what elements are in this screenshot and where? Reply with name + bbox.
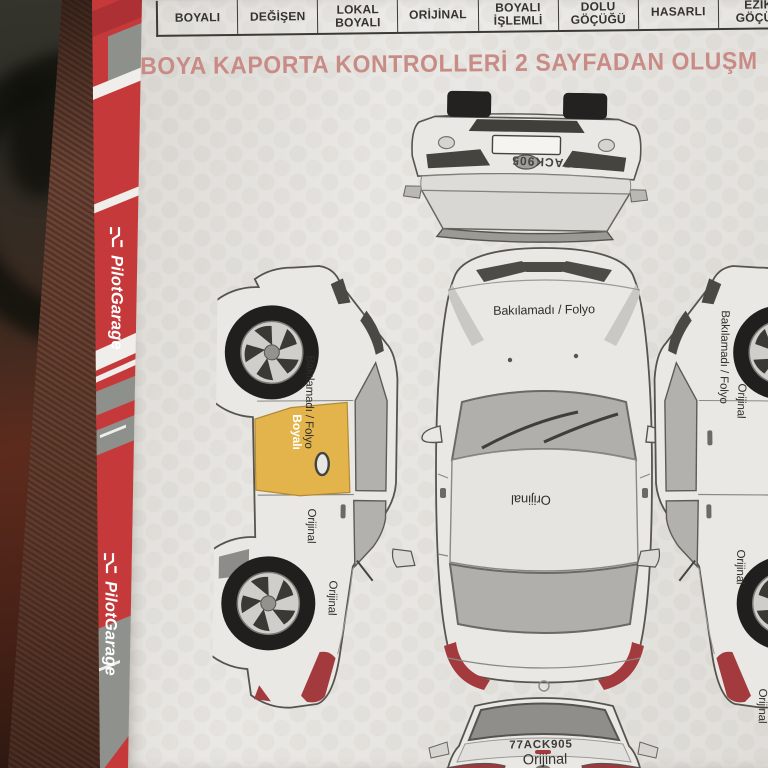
right-side-fender-label: Orijinal — [755, 688, 768, 724]
pilotgarage-lift-icon — [109, 227, 123, 248]
plan-roof-label: Orijinal — [511, 492, 551, 508]
right-side-mid-label: Orijinal — [733, 549, 747, 585]
left-side-door-label: Boyalı — [290, 414, 304, 450]
status-col-degisen: DEĞİŞEN — [236, 0, 318, 34]
status-col-ezik-gocuk: EZİK GÖÇÜK — [717, 0, 768, 29]
status-col-lokal-boyali: LOKAL BOYALI — [317, 0, 398, 33]
status-col-boyali: BOYALI — [174, 10, 221, 25]
pilotgarage-lift-icon — [103, 553, 117, 574]
car-left-side-view-diagram — [215, 250, 420, 715]
brand-wordmark: PilotGarage — [107, 255, 126, 350]
brand-wordmark: PilotGarage — [101, 581, 120, 676]
rear-trunk-label: Orijinal — [522, 751, 568, 768]
left-side-frontdoor-label: Orijinal — [304, 508, 318, 544]
left-side-rear-label: Bakılamadı / Folyo — [302, 355, 316, 449]
report-paper: BOYALI DEĞİŞEN LOKAL BOYALI ORİJİNAL BOY… — [128, 0, 768, 768]
status-col-boyali-islemli: BOYALI İŞLEMLİ — [477, 0, 558, 32]
status-col-hasarli: HASARLI — [637, 0, 719, 30]
status-col-dolu-gocugu: DOLU GÖÇÜĞÜ — [557, 0, 638, 31]
right-side-rear-label: Bakılamadı / Folyo — [717, 310, 731, 404]
plan-hood-label: Bakılamadı / Folyo — [493, 302, 595, 318]
car-plan-view-diagram — [421, 247, 667, 692]
status-col-orijinal: ORİJİNAL — [397, 0, 478, 32]
page-title: BOYA KAPORTA KONTROLLERİ 2 SAYFADAN OLUŞ… — [140, 46, 758, 80]
pilotgarage-logo-bottom: PilotGarage — [101, 552, 120, 676]
status-header-table: BOYALI DEĞİŞEN LOKAL BOYALI ORİJİNAL BOY… — [155, 0, 768, 37]
left-side-fender-label: Orijinal — [325, 580, 339, 616]
right-side-roof-label: Orijinal — [734, 383, 748, 419]
car-rear-view-diagram — [428, 697, 659, 768]
car-right-side-view-diagram — [632, 250, 768, 715]
rear-plate-number: 77ACK905 — [509, 738, 573, 752]
car-front-view-diagram — [402, 90, 649, 243]
pilotgarage-logo-top: PilotGarage — [107, 226, 126, 350]
